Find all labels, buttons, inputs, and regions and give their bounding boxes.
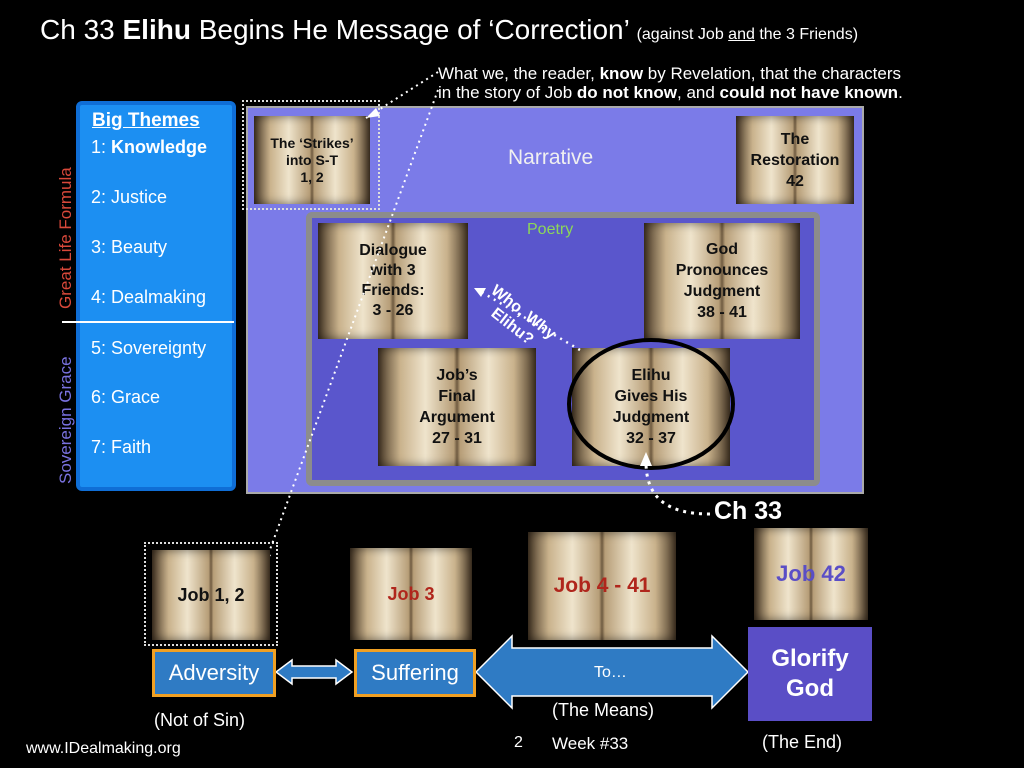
theme-item: 6: Grace	[91, 387, 161, 407]
page-title: Ch 33 Elihu Begins He Message of ‘Correc…	[40, 14, 859, 45]
book-job-1-2: Job 1, 2	[152, 550, 270, 640]
note-to-strikes-line	[365, 71, 439, 119]
revelation-note: What we, the reader, know by Revelation,…	[438, 64, 903, 102]
theme-item: 4: Dealmaking	[91, 287, 207, 307]
theme-item: 3: Beauty	[91, 237, 168, 257]
book-job-42: Job 42	[754, 528, 868, 620]
ch33-to-elihu-arrowhead	[640, 452, 652, 466]
to-label: To…	[594, 664, 627, 681]
week-label: Week #33	[552, 734, 629, 753]
big-themes-panel	[76, 101, 236, 491]
book-job-4-41: Job 4 - 41	[528, 532, 676, 640]
book-god-judgment: God Pronounces Judgment 38 - 41	[644, 223, 800, 339]
note-to-job12-line	[263, 89, 439, 567]
book-strikes: The ‘Strikes’ into S-T 1, 2	[254, 116, 370, 204]
the-means-caption: (The Means)	[552, 700, 655, 720]
theme-item: 7: Faith	[91, 437, 152, 457]
not-of-sin-caption: (Not of Sin)	[154, 710, 246, 730]
elihu-to-dialogue-line	[477, 288, 581, 352]
website-link[interactable]: www.IDealmaking.org	[26, 740, 181, 757]
note-to-strikes-arrowhead	[366, 108, 380, 118]
book-restoration: The Restoration 42	[736, 116, 854, 204]
theme-item: 2: Justice	[91, 187, 168, 207]
theme-item: 5: Sovereignty	[91, 338, 207, 358]
adversity-box: Adversity	[152, 649, 276, 697]
book-final-argument: Job’s Final Argument 27 - 31	[378, 348, 536, 466]
elihu-to-dialogue-arrowhead	[474, 288, 486, 297]
theme-item: 1: Knowledge	[91, 137, 208, 157]
ch33-label: Ch 33	[714, 497, 783, 525]
page-number: 2	[514, 734, 523, 751]
glorify-god-box: Glorify God	[748, 627, 872, 721]
theme-divider	[62, 321, 234, 323]
strikes-highlight-frame	[242, 100, 380, 210]
suffering-box: Suffering	[354, 649, 476, 697]
book-elihu: Elihu Gives His Judgment 32 - 37	[572, 348, 730, 466]
the-end-caption: (The End)	[762, 732, 843, 752]
big-themes-heading: Big Themes	[92, 110, 200, 131]
poetry-label: Poetry	[527, 221, 574, 238]
adversity-suffering-arrow	[274, 658, 354, 686]
elihu-highlight-ellipse	[567, 338, 735, 470]
narrative-label: Narrative	[508, 146, 594, 169]
book-job-3: Job 3	[350, 548, 472, 640]
job12-highlight-frame	[144, 542, 278, 646]
book-dialogue: Dialogue with 3 Friends: 3 - 26	[318, 223, 468, 339]
ch33-to-elihu-curve	[644, 461, 711, 516]
